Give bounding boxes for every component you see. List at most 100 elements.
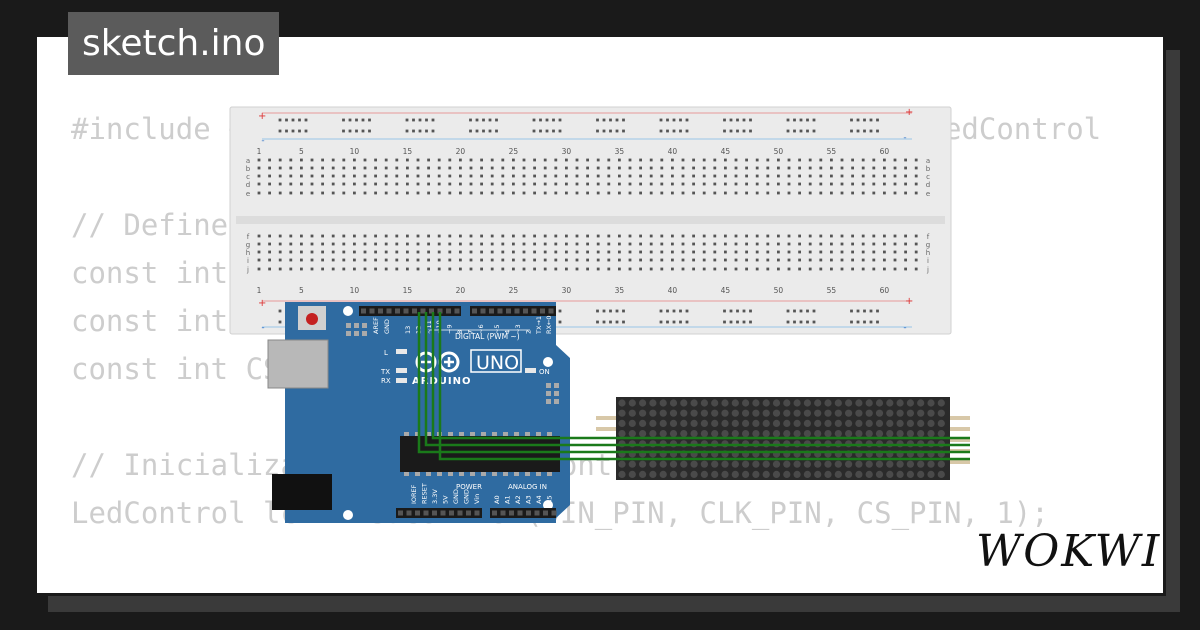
digital-pin-label: 7 (466, 330, 474, 334)
row-letter: h (246, 249, 250, 257)
column-number: 55 (827, 147, 837, 156)
wire-vcc (438, 312, 970, 461)
reset-button[interactable] (306, 313, 318, 325)
aref-label: AREF (372, 317, 380, 334)
column-number: 5 (299, 286, 304, 295)
digital-label: DIGITAL (PWM ~) (455, 332, 520, 341)
rail-minus: - (903, 323, 906, 333)
breadboard: + + + + 11551010151520202525303035354040… (229, 106, 952, 335)
analog-pin-label: A0 (493, 495, 501, 504)
power-pin-label: GND (452, 489, 460, 504)
digital-pin-label: 2 (524, 330, 532, 334)
row-letter: g (926, 241, 930, 249)
column-number: 20 (456, 147, 466, 156)
row-letter: e (926, 190, 930, 198)
row-letter: j (926, 266, 929, 274)
column-number: 45 (721, 286, 731, 295)
row-letter: j (246, 266, 249, 274)
digital-pin-label: ~11 (425, 320, 433, 334)
analog-pin-label: A3 (525, 495, 533, 504)
column-number: 15 (403, 147, 413, 156)
analog-pin-label: A4 (535, 495, 543, 504)
rail-minus: - (261, 323, 264, 333)
analog-pin-label: A1 (504, 495, 512, 504)
row-letter: f (247, 233, 250, 241)
column-number: 60 (880, 147, 890, 156)
rail-minus: - (903, 133, 906, 143)
power-pin-label: GND (463, 489, 471, 504)
column-number: 50 (774, 286, 784, 295)
column-number: 5 (299, 147, 304, 156)
column-number: 1 (257, 147, 262, 156)
column-number: 25 (509, 147, 519, 156)
column-number: 1 (257, 286, 262, 295)
digital-pin-label: 4 (504, 330, 512, 334)
row-letter: i (927, 257, 929, 265)
row-letter: a (246, 157, 250, 165)
power-label: POWER (456, 483, 482, 491)
row-letter: h (926, 249, 930, 257)
column-number: 40 (668, 147, 678, 156)
column-number: 30 (562, 147, 572, 156)
column-number: 10 (350, 286, 360, 295)
analog-pin-label: A5 (546, 495, 554, 504)
row-letter: b (246, 165, 251, 173)
column-number: 60 (880, 286, 890, 295)
digital-pin-label: ~5 (493, 324, 501, 334)
analog-label: ANALOG IN (508, 483, 547, 491)
row-letter: g (246, 241, 250, 249)
column-number: 15 (403, 286, 413, 295)
column-number: 35 (615, 286, 625, 295)
column-number: 20 (456, 286, 466, 295)
row-letter: b (926, 165, 931, 173)
row-letter: a (926, 157, 930, 165)
digital-pin-label: 8 (456, 330, 464, 334)
rail-plus-tr: + (905, 107, 913, 118)
brand-label: ARDUINO (412, 376, 471, 387)
digital-pin-label: 13 (404, 326, 412, 334)
analog-pin-label: A2 (514, 495, 522, 504)
column-number: 50 (774, 147, 784, 156)
rail-minus: - (261, 136, 264, 146)
row-letter: d (926, 181, 930, 189)
digital-pin-label: ~9 (446, 324, 454, 334)
row-letter: f (927, 233, 930, 241)
on-label: ON (539, 368, 550, 376)
row-letter: i (247, 257, 249, 265)
led-rx-label: RX (381, 377, 391, 385)
rail-plus-tl: + (258, 111, 266, 122)
digital-pin-label: ~3 (514, 324, 522, 334)
row-letter: c (246, 173, 250, 181)
column-number: 40 (668, 286, 678, 295)
digital-pin-label: RX←0 (545, 315, 553, 334)
column-number: 25 (509, 286, 519, 295)
power-pin-label: IOREF (410, 484, 418, 504)
wires (417, 312, 970, 461)
wokwi-logo: WOKWI (976, 526, 1162, 577)
column-number: 55 (827, 286, 837, 295)
code-line: // Matriz de LED que muestra los caracte… (71, 585, 1101, 593)
column-number: 45 (721, 147, 731, 156)
wire-din (431, 312, 970, 440)
column-number: 30 (562, 286, 572, 295)
power-pin-label: 3.3V (431, 489, 439, 504)
digital-pin-label: TX→1 (535, 316, 543, 335)
wire-clk (417, 312, 970, 454)
wire-cs (424, 312, 970, 447)
power-pin-label: Vin (473, 494, 481, 504)
row-letter: c (926, 173, 930, 181)
column-number: 10 (350, 147, 360, 156)
rail-plus-bl: + (258, 298, 266, 309)
model-label: UNO (476, 352, 519, 374)
sketch-tab[interactable]: sketch.ino (68, 12, 280, 75)
microcontroller-chip (400, 436, 560, 472)
row-letter: e (246, 190, 250, 198)
gnd-top-label: GND (383, 319, 391, 334)
led-l-label: L (384, 349, 388, 357)
rail-plus-br: + (905, 296, 913, 307)
led-tx-label: TX (380, 368, 390, 376)
row-letter: d (246, 181, 250, 189)
power-pin-label: 5V (442, 495, 450, 504)
power-pin-label: RESET (421, 483, 429, 504)
